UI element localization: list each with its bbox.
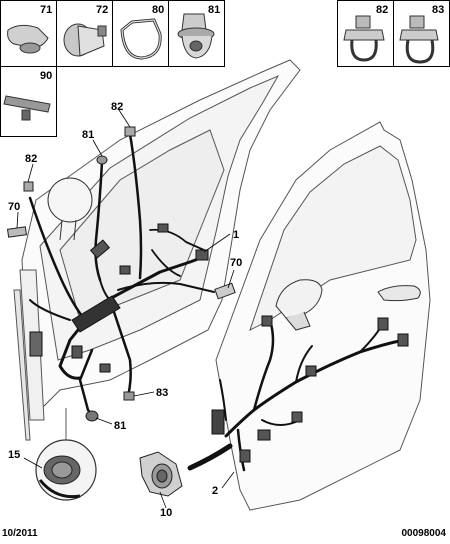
clip-81-top — [96, 155, 108, 165]
clip-70-right — [214, 282, 236, 300]
clip-71-icon — [7, 24, 49, 54]
callout-70-left: 70 — [8, 201, 20, 213]
inset-label-81: 81 — [208, 4, 220, 16]
clip-82-left — [23, 181, 34, 192]
inset-box-81: 81 — [168, 0, 225, 67]
callout-70-right: 70 — [230, 257, 242, 269]
control-module — [71, 295, 121, 333]
inset-label-80: 80 — [152, 4, 164, 16]
callout-2: 2 — [212, 485, 218, 497]
inset-label-72: 72 — [96, 4, 108, 16]
clip-81-lower — [85, 410, 99, 422]
hinge-grommet — [139, 451, 183, 497]
inset-label-83: 83 — [432, 4, 444, 16]
clip-80-icon — [120, 18, 162, 60]
inset-label-90: 90 — [40, 70, 52, 82]
callout-81-lower: 81 — [114, 420, 126, 432]
inset-box-90: 90 — [0, 66, 57, 137]
inset-box-82: 82 — [337, 0, 394, 67]
harness-connectors — [29, 223, 409, 463]
callout-82-left: 82 — [25, 153, 37, 165]
inset-label-82: 82 — [376, 4, 388, 16]
door-mirror — [275, 279, 323, 331]
callout-15: 15 — [8, 449, 20, 461]
footer-reference: 00098004 — [401, 528, 447, 539]
clip-72-icon — [63, 23, 107, 57]
leader-lines — [16, 109, 235, 509]
callout-82-top: 82 — [111, 101, 123, 113]
callout-81-top: 81 — [82, 129, 94, 141]
seat-headrest — [47, 177, 93, 241]
door-handle — [377, 285, 421, 302]
clip-90-icon — [3, 95, 51, 121]
inset-box-72: 72 — [56, 0, 113, 67]
clip-83-icon — [399, 15, 439, 64]
callout-1: 1 — [233, 229, 239, 241]
clip-83-lower — [123, 391, 135, 401]
callout-83: 83 — [156, 387, 168, 399]
clip-82-icon — [343, 15, 385, 62]
callout-10: 10 — [160, 507, 172, 519]
clip-70-left — [6, 226, 28, 238]
inset-box-71: 71 — [0, 0, 57, 67]
inset-box-83: 83 — [393, 0, 450, 67]
inset-label-71: 71 — [40, 4, 52, 16]
clip-82-top — [124, 126, 136, 137]
clip-81-icon — [177, 13, 215, 59]
inset-box-80: 80 — [112, 0, 169, 67]
grommet-detail — [35, 408, 97, 501]
footer-date: 10/2011 — [2, 528, 38, 539]
